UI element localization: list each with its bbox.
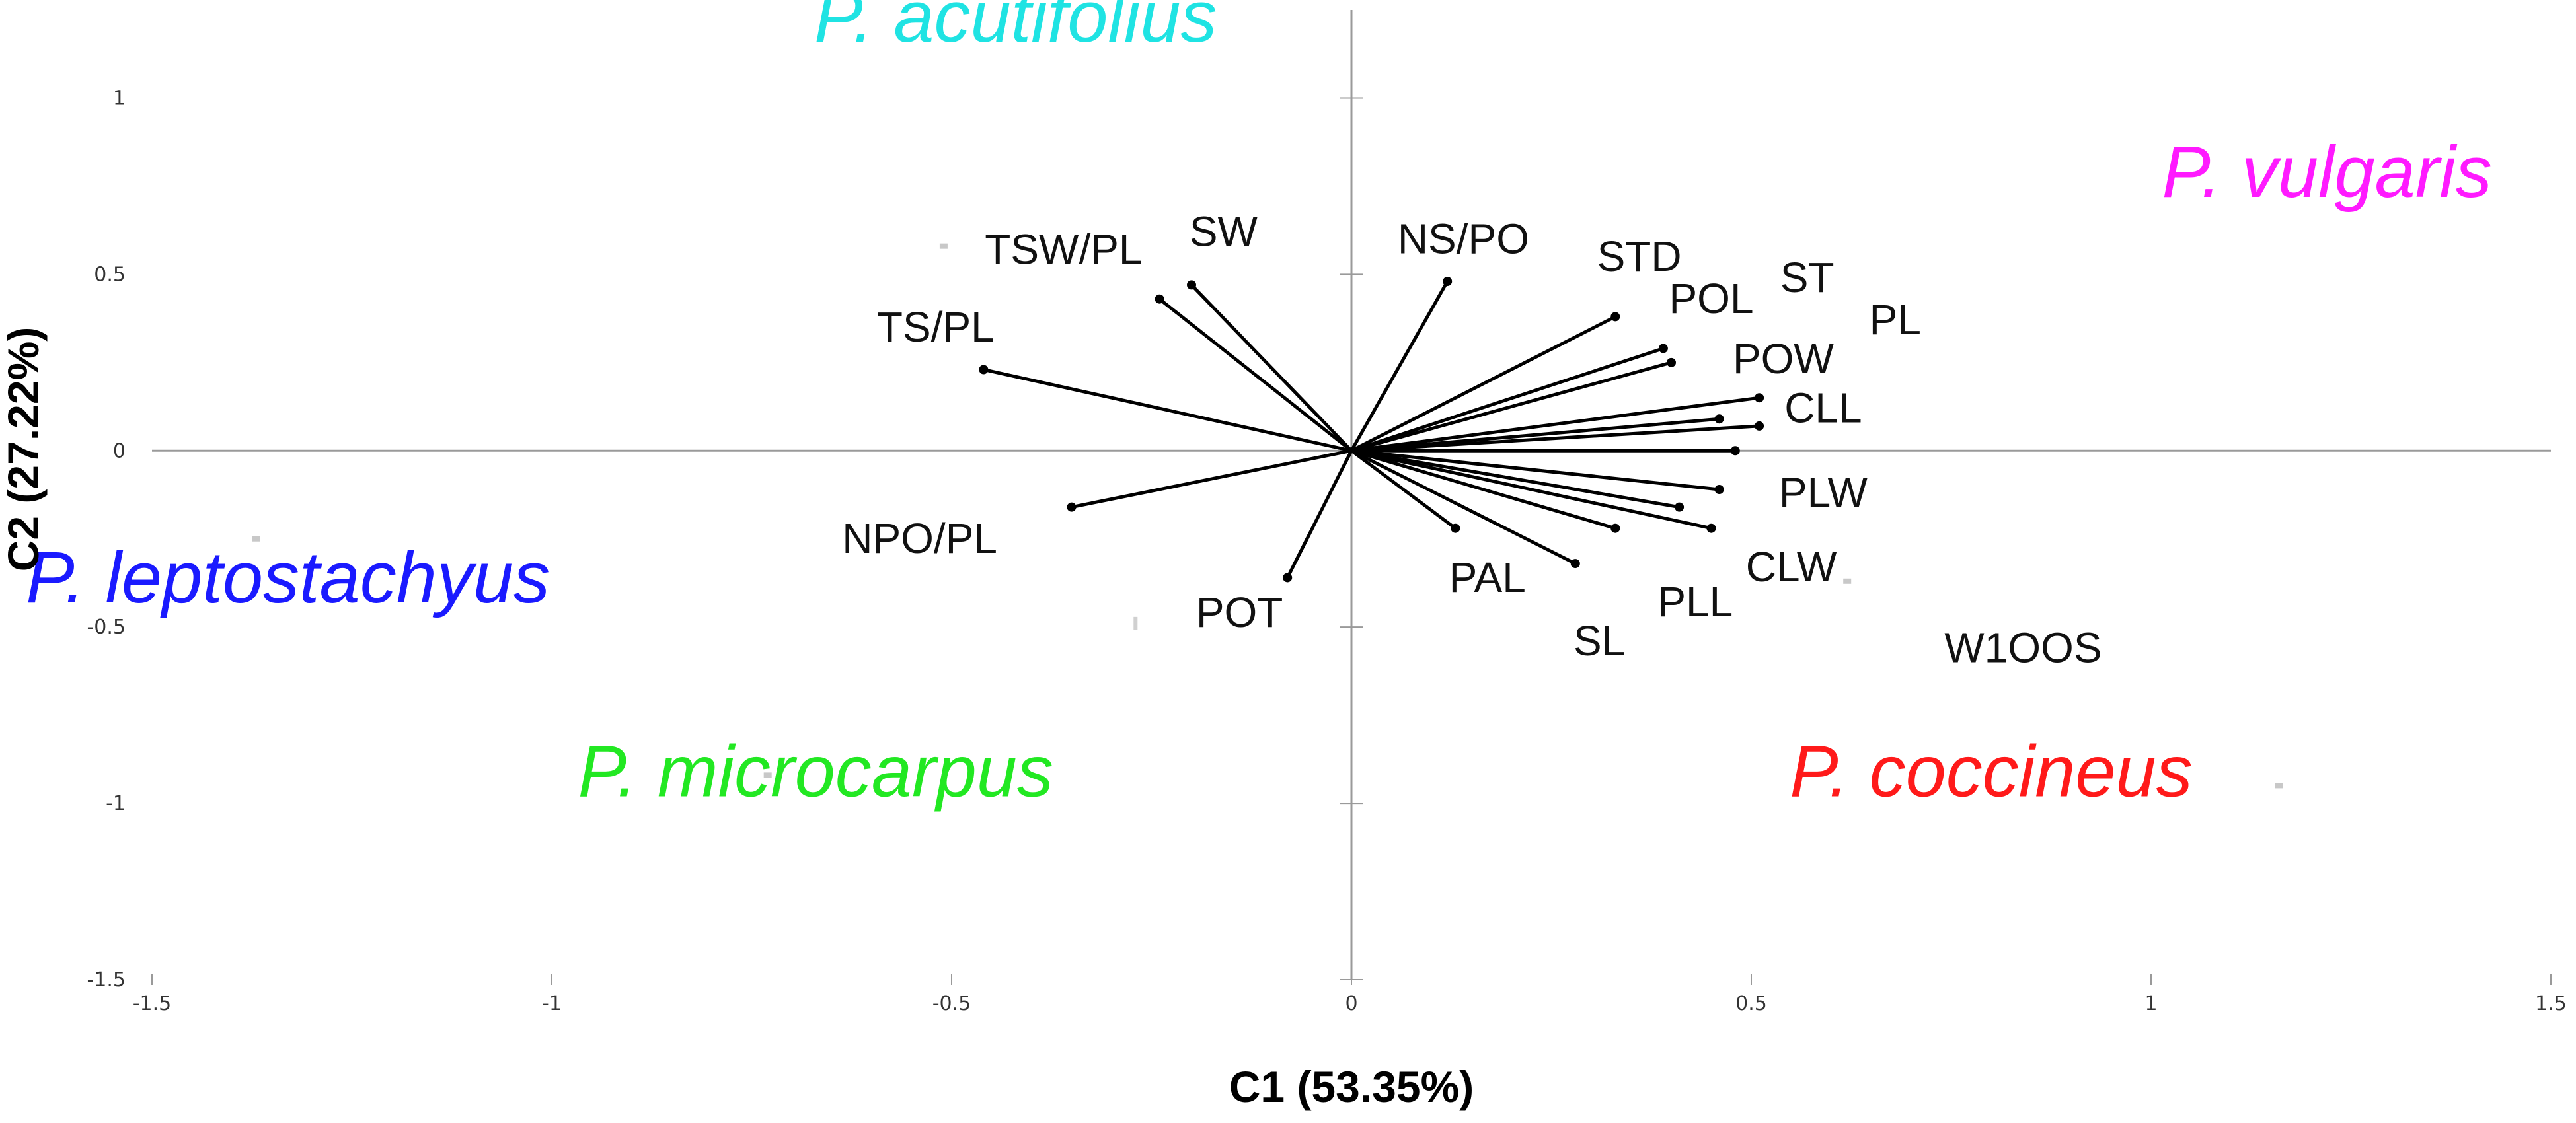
species-labels: P. acutifolius P. vulgaris P. leptostachyu… xyxy=(26,0,2492,812)
loading-vector-tip xyxy=(1755,421,1764,431)
loading-vector xyxy=(1350,449,1457,530)
species-label: P. vulgaris xyxy=(2162,131,2492,213)
variable-label: STD xyxy=(1597,233,1682,280)
variable-label: POL xyxy=(1669,275,1753,322)
loading-vector-tip xyxy=(979,365,989,375)
loading-vector-tip xyxy=(1755,393,1764,403)
variable-label: PLL xyxy=(1657,578,1733,626)
score-point xyxy=(252,536,260,542)
y-tick-label: 0.5 xyxy=(94,263,126,286)
variable-label: W1OOS xyxy=(1944,624,2102,672)
species-label: P. coccineus xyxy=(1790,731,2192,812)
loading-vector-tip xyxy=(1714,414,1724,424)
loading-vector xyxy=(1350,315,1616,453)
loading-vector-tip xyxy=(1283,573,1293,583)
y-tick-label: 0 xyxy=(113,439,126,462)
loading-vector xyxy=(1351,347,1664,453)
loading-vector-tip xyxy=(1443,277,1453,287)
y-tick-label: -0.5 xyxy=(87,616,126,639)
variable-label: SW xyxy=(1190,208,1258,256)
loading-vectors xyxy=(979,277,1764,583)
score-point xyxy=(2275,783,2283,789)
loading-vector-tip xyxy=(1714,484,1724,494)
loading-vector-tip xyxy=(1706,523,1716,533)
score-points xyxy=(252,243,2283,789)
variable-label: CLW xyxy=(1746,543,1837,591)
loading-vector-tip xyxy=(1610,523,1620,533)
score-point xyxy=(1843,578,1852,584)
variable-label: SL xyxy=(1573,617,1625,665)
x-tick-label: -1 xyxy=(542,992,562,1015)
loading-vector xyxy=(1351,361,1672,453)
x-tick-label: 1 xyxy=(2144,992,2157,1015)
variable-label: PAL xyxy=(1449,554,1526,601)
variable-label: ST xyxy=(1780,254,1835,301)
variable-label: POW xyxy=(1733,335,1834,382)
loading-vector-tip xyxy=(1155,294,1164,304)
loading-vector-tip xyxy=(1658,344,1668,353)
y-tick-label: 1 xyxy=(113,87,126,110)
variable-label: PL xyxy=(1870,296,1921,344)
y-tick-label: -1 xyxy=(106,792,126,815)
loading-vector xyxy=(1351,449,1712,530)
variable-label: CLL xyxy=(1784,384,1862,432)
loading-vector-tip xyxy=(1451,523,1460,533)
loading-vector xyxy=(1071,449,1352,509)
axes: -1.5 -1 -0.5 0 0.5 1 1.5 -1.5 -1 -0.5 0 0.5 1 xyxy=(87,10,2567,1015)
loading-vector xyxy=(983,368,1352,453)
variable-label: NPO/PL xyxy=(842,515,997,562)
loading-vector xyxy=(1351,424,1760,453)
species-label: P. microcarpus xyxy=(578,731,1053,812)
x-tick-label: -0.5 xyxy=(932,992,971,1015)
loading-vector-tip xyxy=(1610,312,1620,322)
loading-vector xyxy=(1158,297,1353,453)
loading-vector xyxy=(1285,450,1353,579)
loading-vector-tip xyxy=(1667,357,1676,367)
x-axis-title: C1 (53.35%) xyxy=(1229,1062,1474,1111)
variable-label: TS/PL xyxy=(877,303,995,351)
x-tick-label: 0.5 xyxy=(1735,992,1767,1015)
x-tick-label: 0 xyxy=(1345,992,1357,1015)
variable-label: NS/PO xyxy=(1398,215,1529,262)
loading-vector-tip xyxy=(1675,502,1685,512)
y-axis-title: C2 (27.22%) xyxy=(0,327,48,572)
score-point xyxy=(763,772,772,778)
loading-vector-tip xyxy=(1730,446,1740,456)
species-label: P. leptostachyus xyxy=(26,537,550,618)
loading-vector xyxy=(1350,449,1576,565)
loading-vector xyxy=(1351,449,1680,509)
loading-vector xyxy=(1351,449,1720,491)
score-point xyxy=(939,243,948,249)
variable-label: PLW xyxy=(1779,469,1868,517)
variable-label: TSW/PL xyxy=(985,225,1142,273)
loading-vector xyxy=(1351,449,1616,530)
x-tick-label: 1.5 xyxy=(2535,992,2567,1015)
loading-vector-tip xyxy=(1570,559,1580,569)
loading-vector xyxy=(1349,280,1449,452)
loading-vector-tip xyxy=(1067,502,1077,512)
loading-vector xyxy=(1190,283,1353,453)
loading-vector xyxy=(1351,396,1760,453)
loading-vector-tip xyxy=(1187,280,1196,290)
y-tick-label: -1.5 xyxy=(87,968,126,992)
x-tick-label: -1.5 xyxy=(133,992,172,1015)
score-point xyxy=(1133,616,1138,630)
variable-label: POT xyxy=(1196,589,1283,636)
species-label: P. acutifolius xyxy=(814,0,1217,57)
